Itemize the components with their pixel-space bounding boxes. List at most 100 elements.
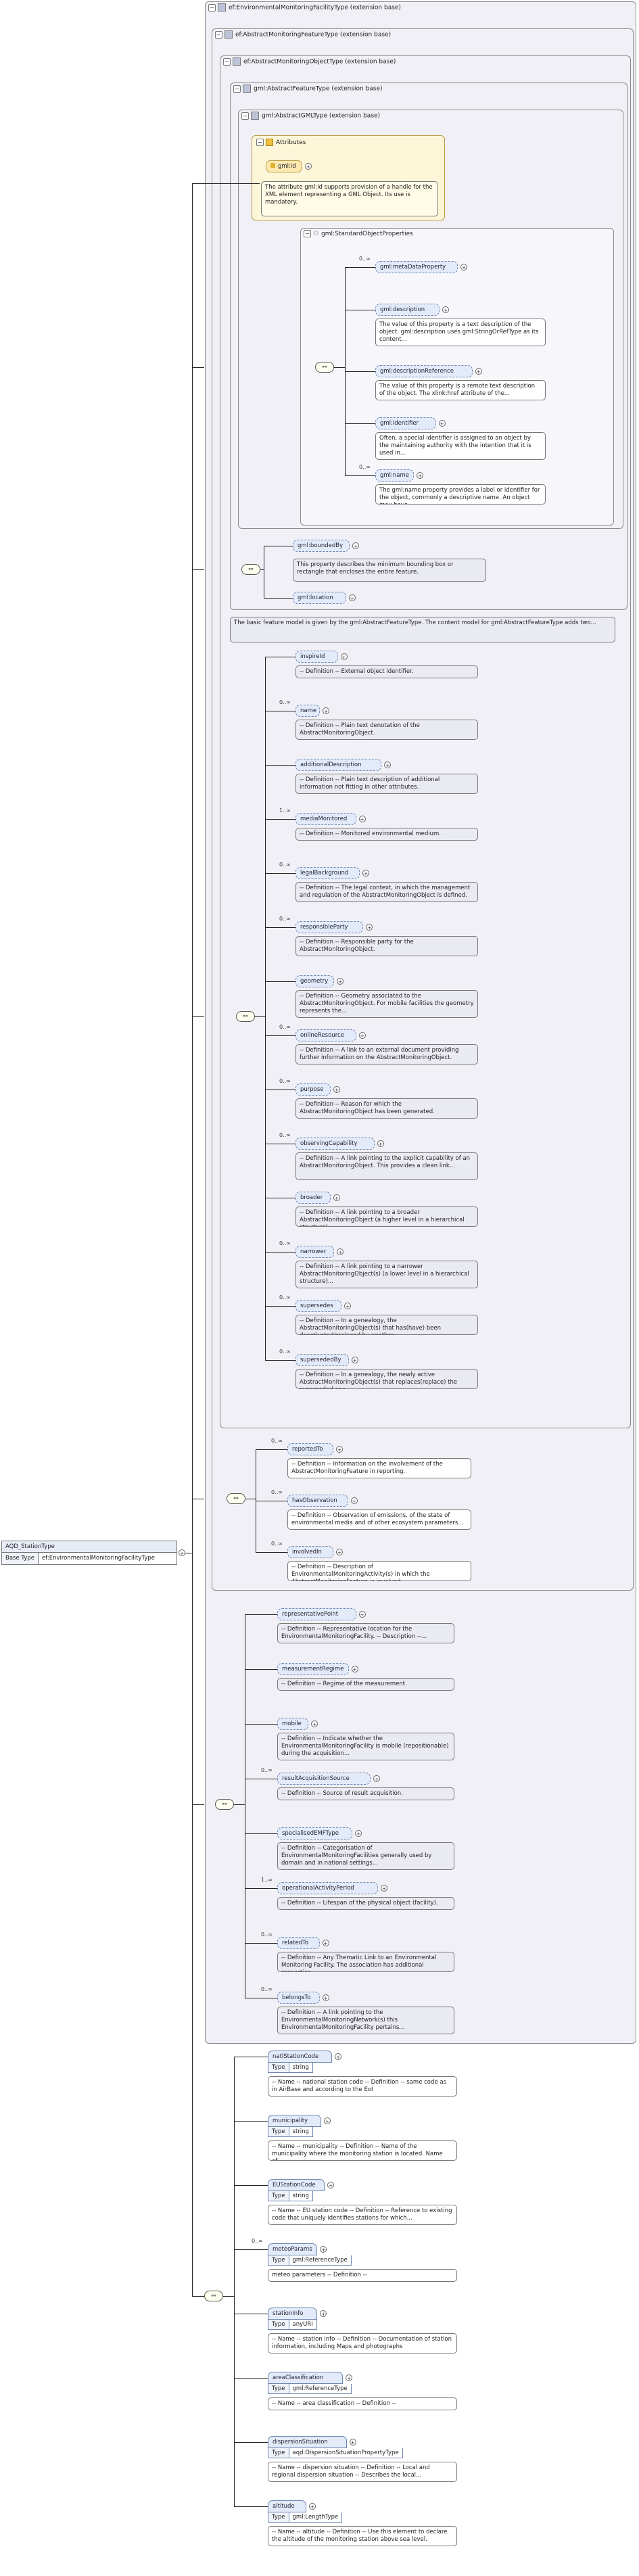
expand-icon[interactable]: +	[327, 2182, 335, 2188]
element-specialisedEMFType[interactable]: specialisedEMFType	[277, 1827, 353, 1840]
element-gml-descriptionReference[interactable]: gml:descriptionReference	[375, 365, 473, 377]
element-doc: -- Definition -- A link pointing to the …	[295, 1152, 478, 1180]
expand-icon[interactable]: +	[320, 2310, 327, 2317]
element-natlStationCode[interactable]: natlStationCode	[268, 2051, 332, 2063]
element-gml-identifier[interactable]: gml:identifier	[375, 417, 436, 429]
element-belongsTo[interactable]: belongsTo	[277, 1992, 320, 2004]
collapse-icon[interactable]: −	[304, 230, 311, 237]
expand-icon[interactable]: +	[351, 1357, 358, 1363]
expand-icon[interactable]: +	[384, 762, 392, 768]
expand-icon[interactable]: +	[322, 1994, 329, 2001]
element-mobile[interactable]: mobile	[277, 1718, 309, 1730]
element-hasObservation[interactable]: hasObservation	[287, 1495, 348, 1507]
element-representativePoint[interactable]: representativePoint	[277, 1608, 356, 1620]
element-legalBackground[interactable]: legalBackground	[295, 867, 360, 879]
expand-icon[interactable]: +	[344, 1303, 351, 1309]
element-additionalDescription[interactable]: additionalDescription	[295, 759, 382, 771]
element-gml-location[interactable]: gml:location	[293, 592, 346, 604]
collapse-icon[interactable]: −	[215, 30, 222, 39]
element-doc: -- Definition -- A link pointing to a na…	[295, 1261, 478, 1288]
element-municipality[interactable]: municipality	[268, 2115, 321, 2127]
element-name[interactable]: name	[295, 705, 320, 717]
expand-icon[interactable]: +	[348, 594, 356, 601]
element-mediaMonitored[interactable]: mediaMonitored	[295, 813, 356, 825]
collapse-icon[interactable]: −	[223, 57, 231, 66]
element-areaClassification[interactable]: areaClassification	[268, 2372, 344, 2384]
element-supersedes[interactable]: supersedes	[295, 1300, 341, 1312]
expand-icon[interactable]: +	[333, 1194, 340, 1201]
element-gml-name[interactable]: gml:name	[375, 469, 415, 482]
expand-icon[interactable]: +	[417, 472, 424, 479]
element-involvedIn[interactable]: involvedIn	[287, 1546, 333, 1558]
expand-icon[interactable]: +	[381, 1885, 387, 1892]
collapse-icon[interactable]: −	[208, 3, 216, 11]
element-altitude[interactable]: altitude	[268, 2500, 307, 2512]
element-supersededBy[interactable]: supersededBy	[295, 1354, 349, 1366]
expand-icon[interactable]: +	[358, 816, 366, 822]
expand-icon[interactable]: +	[311, 1720, 318, 1727]
expand-icon[interactable]: +	[352, 542, 360, 549]
expand-icon[interactable]: +	[438, 420, 446, 427]
collapse-icon[interactable]: −	[233, 85, 241, 93]
expand-icon[interactable]: +	[377, 1140, 384, 1147]
expand-icon[interactable]: +	[349, 2439, 356, 2445]
expand-icon[interactable]: +	[320, 2246, 327, 2253]
expand-icon[interactable]: +	[337, 978, 344, 985]
element-observingCapability[interactable]: observingCapability	[295, 1138, 375, 1150]
expand-icon[interactable]: +	[358, 1032, 366, 1039]
element-meteoParams[interactable]: meteoParams	[268, 2243, 318, 2255]
expand-icon[interactable]: +	[460, 264, 467, 271]
expand-icon[interactable]: +	[475, 368, 482, 375]
expand-icon[interactable]: +	[351, 1666, 358, 1672]
element-geometry[interactable]: geometry	[295, 975, 335, 987]
expand-icon[interactable]: +	[350, 1497, 358, 1504]
expand-icon[interactable]: +	[309, 2503, 316, 2510]
collapse-icon[interactable]: −	[241, 112, 249, 120]
expand-icon[interactable]: +	[346, 2374, 353, 2381]
expand-icon[interactable]: +	[333, 1086, 340, 1093]
expand-icon[interactable]: +	[322, 1940, 329, 1946]
element-operationalActivityPeriod[interactable]: operationalActivityPeriod	[277, 1882, 378, 1894]
expand-icon[interactable]: +	[373, 1775, 381, 1782]
element-reportedTo[interactable]: reportedTo	[287, 1443, 333, 1455]
expand-icon[interactable]: +	[355, 1830, 362, 1837]
element-doc: -- Definition -- A link pointing to a br…	[295, 1207, 478, 1227]
expand-icon[interactable]: +	[366, 924, 373, 931]
expand-icon[interactable]: +	[362, 870, 369, 876]
cardinality-label: 0..∞	[271, 1438, 283, 1444]
connector-line	[245, 1943, 277, 1944]
expand-icon[interactable]: +	[442, 306, 449, 313]
expand-icon[interactable]: +	[323, 707, 329, 714]
element-narrower[interactable]: narrower	[295, 1246, 335, 1258]
expand-icon[interactable]: +	[323, 2117, 331, 2124]
element-EUStationCode[interactable]: EUStationCode	[268, 2179, 325, 2191]
element-gml-boundedBy[interactable]: gml:boundedBy	[293, 540, 350, 552]
element-measurementRegime[interactable]: measurementRegime	[277, 1663, 349, 1675]
element-purpose[interactable]: purpose	[295, 1083, 331, 1096]
element-relatedTo[interactable]: relatedTo	[277, 1937, 320, 1949]
element-responsibleParty[interactable]: responsibleParty	[295, 921, 364, 933]
element-resultAcquisitionSource[interactable]: resultAcquisitionSource	[277, 1773, 371, 1785]
expand-icon[interactable]: +	[335, 2053, 341, 2060]
expand-icon[interactable]: +	[337, 1248, 344, 1255]
expand-icon[interactable]: +	[336, 1446, 343, 1453]
collapse-icon[interactable]: −	[256, 139, 264, 146]
element-doc: -- Definition -- Any Thematic Link to an…	[277, 1952, 454, 1972]
element-stationInfo[interactable]: stationInfo	[268, 2308, 318, 2320]
element-gml-metaDataProperty[interactable]: gml:metaDataProperty	[375, 261, 458, 273]
attribute-gml-id[interactable]: gml:id	[266, 160, 302, 172]
expand-icon[interactable]: +	[336, 1549, 343, 1555]
extension-icon	[251, 112, 259, 120]
connector-line	[255, 1016, 265, 1017]
element-doc: -- Definition -- Information on the invo…	[287, 1458, 471, 1478]
element-broader[interactable]: broader	[295, 1192, 331, 1204]
connector-line	[265, 765, 295, 766]
element-inspireId[interactable]: inspireId	[295, 651, 338, 663]
element-gml-description[interactable]: gml:description	[375, 304, 440, 316]
expand-icon[interactable]: +	[340, 653, 348, 660]
cardinality-label: 0..∞	[261, 1986, 273, 1992]
element-onlineResource[interactable]: onlineResource	[295, 1029, 356, 1041]
expand-icon[interactable]: +	[358, 1611, 366, 1618]
element-dispersionSituation[interactable]: dispersionSituation	[268, 2436, 347, 2448]
connector-line	[245, 1833, 277, 1834]
